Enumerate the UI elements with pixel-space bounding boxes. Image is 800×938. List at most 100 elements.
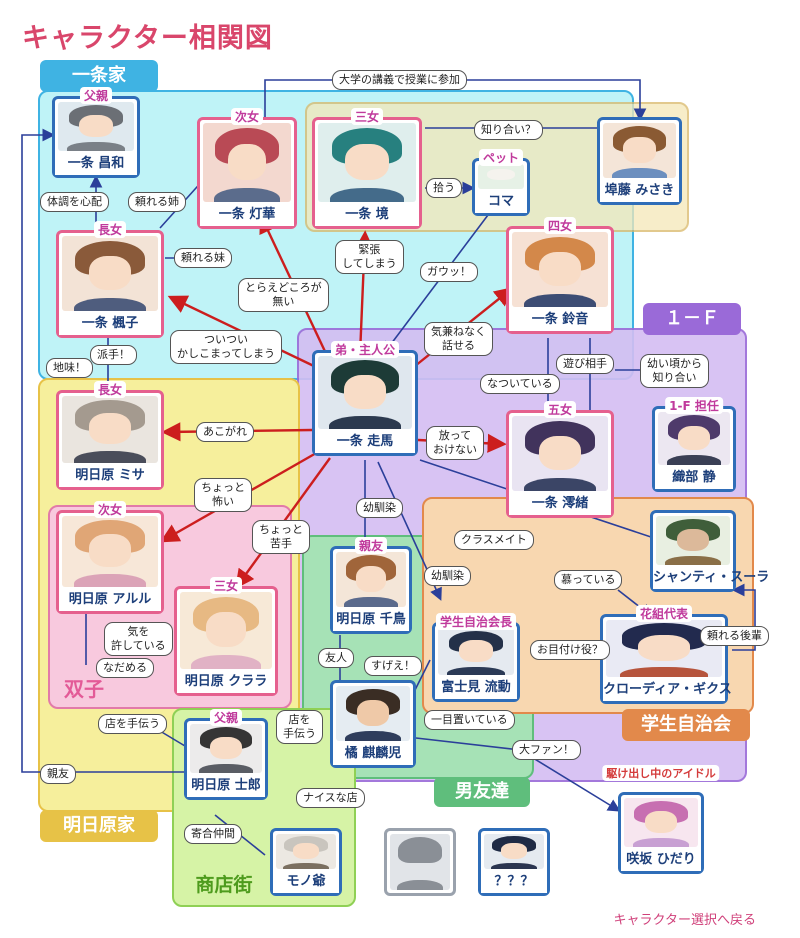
relation-label-hade: 派手！ [90, 345, 137, 365]
character-name: クローディア・ギクス [603, 679, 732, 701]
relation-label-kinchou: 緊張 してしまう [335, 240, 404, 274]
relation-label-gau: ガウッ！ [420, 262, 478, 282]
page-title: キャラクター相関図 [22, 23, 273, 54]
character-card-kaede[interactable]: 長女 一条 楓子 [56, 221, 164, 338]
character-role: 三女 [350, 108, 384, 125]
relation-label-chotto-kowai: ちょっと 怖い [194, 478, 252, 512]
character-card-aruru[interactable]: 次女 明日原 アルル [56, 501, 164, 614]
relation-label-tayoreru-kouhai: 頼れる後輩 [700, 626, 769, 646]
back-to-character-select-link[interactable]: キャラクター選択へ戻る [613, 913, 756, 928]
character-role: 学生自治会長 [435, 613, 517, 630]
character-role: 三女 [209, 577, 243, 594]
relation-label-shiriai: 知り合い？ [474, 120, 543, 140]
character-card-touka[interactable]: 次女 一条 灯華 [197, 108, 297, 229]
character-role: 次女 [230, 108, 264, 125]
character-card-ryudou[interactable]: 学生自治会長 富士見 流動 [432, 613, 520, 702]
relation-label-taicho: 体調を心配 [40, 192, 109, 212]
character-name: 一条 楓子 [59, 313, 161, 335]
relation-label-jimi: 地味！ [46, 358, 93, 378]
relation-label-hirou: 拾う [426, 178, 462, 198]
character-name: 明日原 アルル [59, 589, 161, 611]
character-name: 一条 昌和 [55, 153, 137, 175]
character-card-kyou[interactable]: 三女 一条 境 [312, 108, 422, 229]
character-card-kurara[interactable]: 三女 明日原 クララ [174, 577, 278, 696]
character-role: 四女 [543, 217, 577, 234]
relation-label-shitatte: 慕っている [554, 570, 623, 590]
character-name: モノ爺 [273, 871, 339, 893]
relation-label-asobi: 遊び相手 [556, 354, 614, 374]
relation-label-tayoreru-imouto: 頼れる妹 [174, 248, 232, 268]
character-name: 橘 麒麟児 [333, 743, 413, 765]
character-card-chidori[interactable]: 親友 明日原 千鳥 [330, 537, 412, 634]
character-card-hidari[interactable]: 駆け出し中のアイドル 咲坂 ひだり [602, 765, 720, 874]
character-name: 一条 走馬 [315, 431, 415, 453]
character-role: 駆け出し中のアイドル [602, 765, 720, 781]
relation-label-yoriai: 寄合仲間 [184, 824, 242, 844]
relation-label-naisu: ナイスな店 [296, 788, 365, 808]
line-claudia-shanti [731, 583, 756, 651]
relation-label-nadameru: なだめる [96, 658, 154, 678]
character-card-souma[interactable]: 弟・主人公 一条 走馬 [312, 341, 418, 456]
group-label-futago: 双子 [64, 677, 104, 701]
character-name: 一条 鈴音 [509, 309, 611, 331]
character-card-unknown[interactable]: ？？？ [478, 828, 550, 896]
relation-label-osananajimi2: 幼馴染 [424, 566, 471, 586]
character-card-shizuka[interactable]: 1-F 担任 織部 静 [652, 397, 736, 492]
character-name: 富士見 流動 [435, 677, 517, 699]
relation-label-mise2: 店を 手伝う [276, 710, 323, 744]
character-card-mio[interactable]: 五女 一条 澪緒 [506, 401, 614, 518]
character-role: 父親 [79, 87, 113, 104]
line-kirinji-hidari [415, 737, 521, 751]
character-card-misaki[interactable]: 埠藤 みさき [597, 117, 682, 205]
character-name: 咲坂 ひだり [621, 849, 701, 871]
line-koma-souma [383, 214, 489, 355]
relation-label-ki-wo: 気を 許している [104, 622, 173, 656]
relation-label-tsuitsui: ついつい かしこまってしまう [170, 330, 283, 364]
character-name: 一条 灯華 [200, 204, 294, 226]
character-role: 次女 [93, 501, 127, 518]
relation-label-yuujin: 友人 [318, 648, 354, 668]
group-label-gakusei: 学生自治会 [622, 709, 750, 741]
relation-label-osananajimi1: 幼馴染 [356, 498, 403, 518]
relation-label-akogare: あこがれ [196, 422, 254, 442]
relation-label-ichimoku: 一目置いている [424, 710, 515, 730]
character-name: 埠藤 みさき [600, 180, 679, 202]
character-role: 長女 [93, 381, 127, 398]
relation-label-chotto-nigate: ちょっと 苦手 [252, 520, 310, 554]
character-role: 親友 [354, 537, 388, 554]
character-card-kirinji[interactable]: 橘 麒麟児 [330, 680, 416, 768]
relation-label-shinyu: 親友 [40, 764, 76, 784]
character-card-misa[interactable]: 長女 明日原 ミサ [56, 381, 164, 490]
relation-label-toraedokoro: とらえどころが 無い [238, 278, 329, 312]
character-name: ？？？ [481, 871, 547, 893]
line-shinyu [21, 128, 185, 773]
character-name: 一条 澪緒 [509, 493, 611, 515]
character-role: 父親 [209, 709, 243, 726]
character-role: ペット [478, 149, 524, 166]
character-card-silhouette[interactable] [384, 828, 456, 896]
character-role: 花組代表 [635, 605, 693, 622]
relation-label-daigaku: 大学の講義で授業に参加 [332, 70, 467, 90]
group-label-ichiF: １－Ｆ [643, 303, 741, 335]
relation-label-mise1: 店を手伝う [98, 714, 167, 734]
character-card-monojii[interactable]: モノ爺 [270, 828, 342, 896]
character-name: 明日原 士郎 [187, 775, 265, 797]
relation-label-omets: お目付け役？ [530, 640, 610, 660]
relation-label-osanai: 幼い頃から 知り合い [640, 354, 709, 388]
character-name: 明日原 千鳥 [333, 609, 409, 631]
character-name: 明日原 クララ [177, 671, 275, 693]
character-role: 弟・主人公 [330, 341, 400, 358]
character-card-koma[interactable]: ペット コマ [472, 149, 530, 216]
relation-label-classmate: クラスメイト [454, 530, 534, 550]
character-name: 明日原 ミサ [59, 465, 161, 487]
character-card-masakazu[interactable]: 父親 一条 昌和 [52, 87, 140, 178]
character-card-shanti[interactable]: シャンティ・スーラ [650, 510, 769, 592]
character-card-suzune[interactable]: 四女 一条 鈴音 [506, 217, 614, 334]
character-role: 1-F 担任 [665, 397, 723, 414]
character-name: 織部 静 [655, 467, 733, 489]
character-card-shirou[interactable]: 父親 明日原 士郎 [184, 709, 268, 800]
group-label-asuhara: 明日原家 [40, 810, 158, 842]
relation-label-hotte: 放って おけない [426, 426, 484, 460]
line-souma-hidari [519, 749, 621, 812]
character-name: 一条 境 [315, 204, 419, 226]
